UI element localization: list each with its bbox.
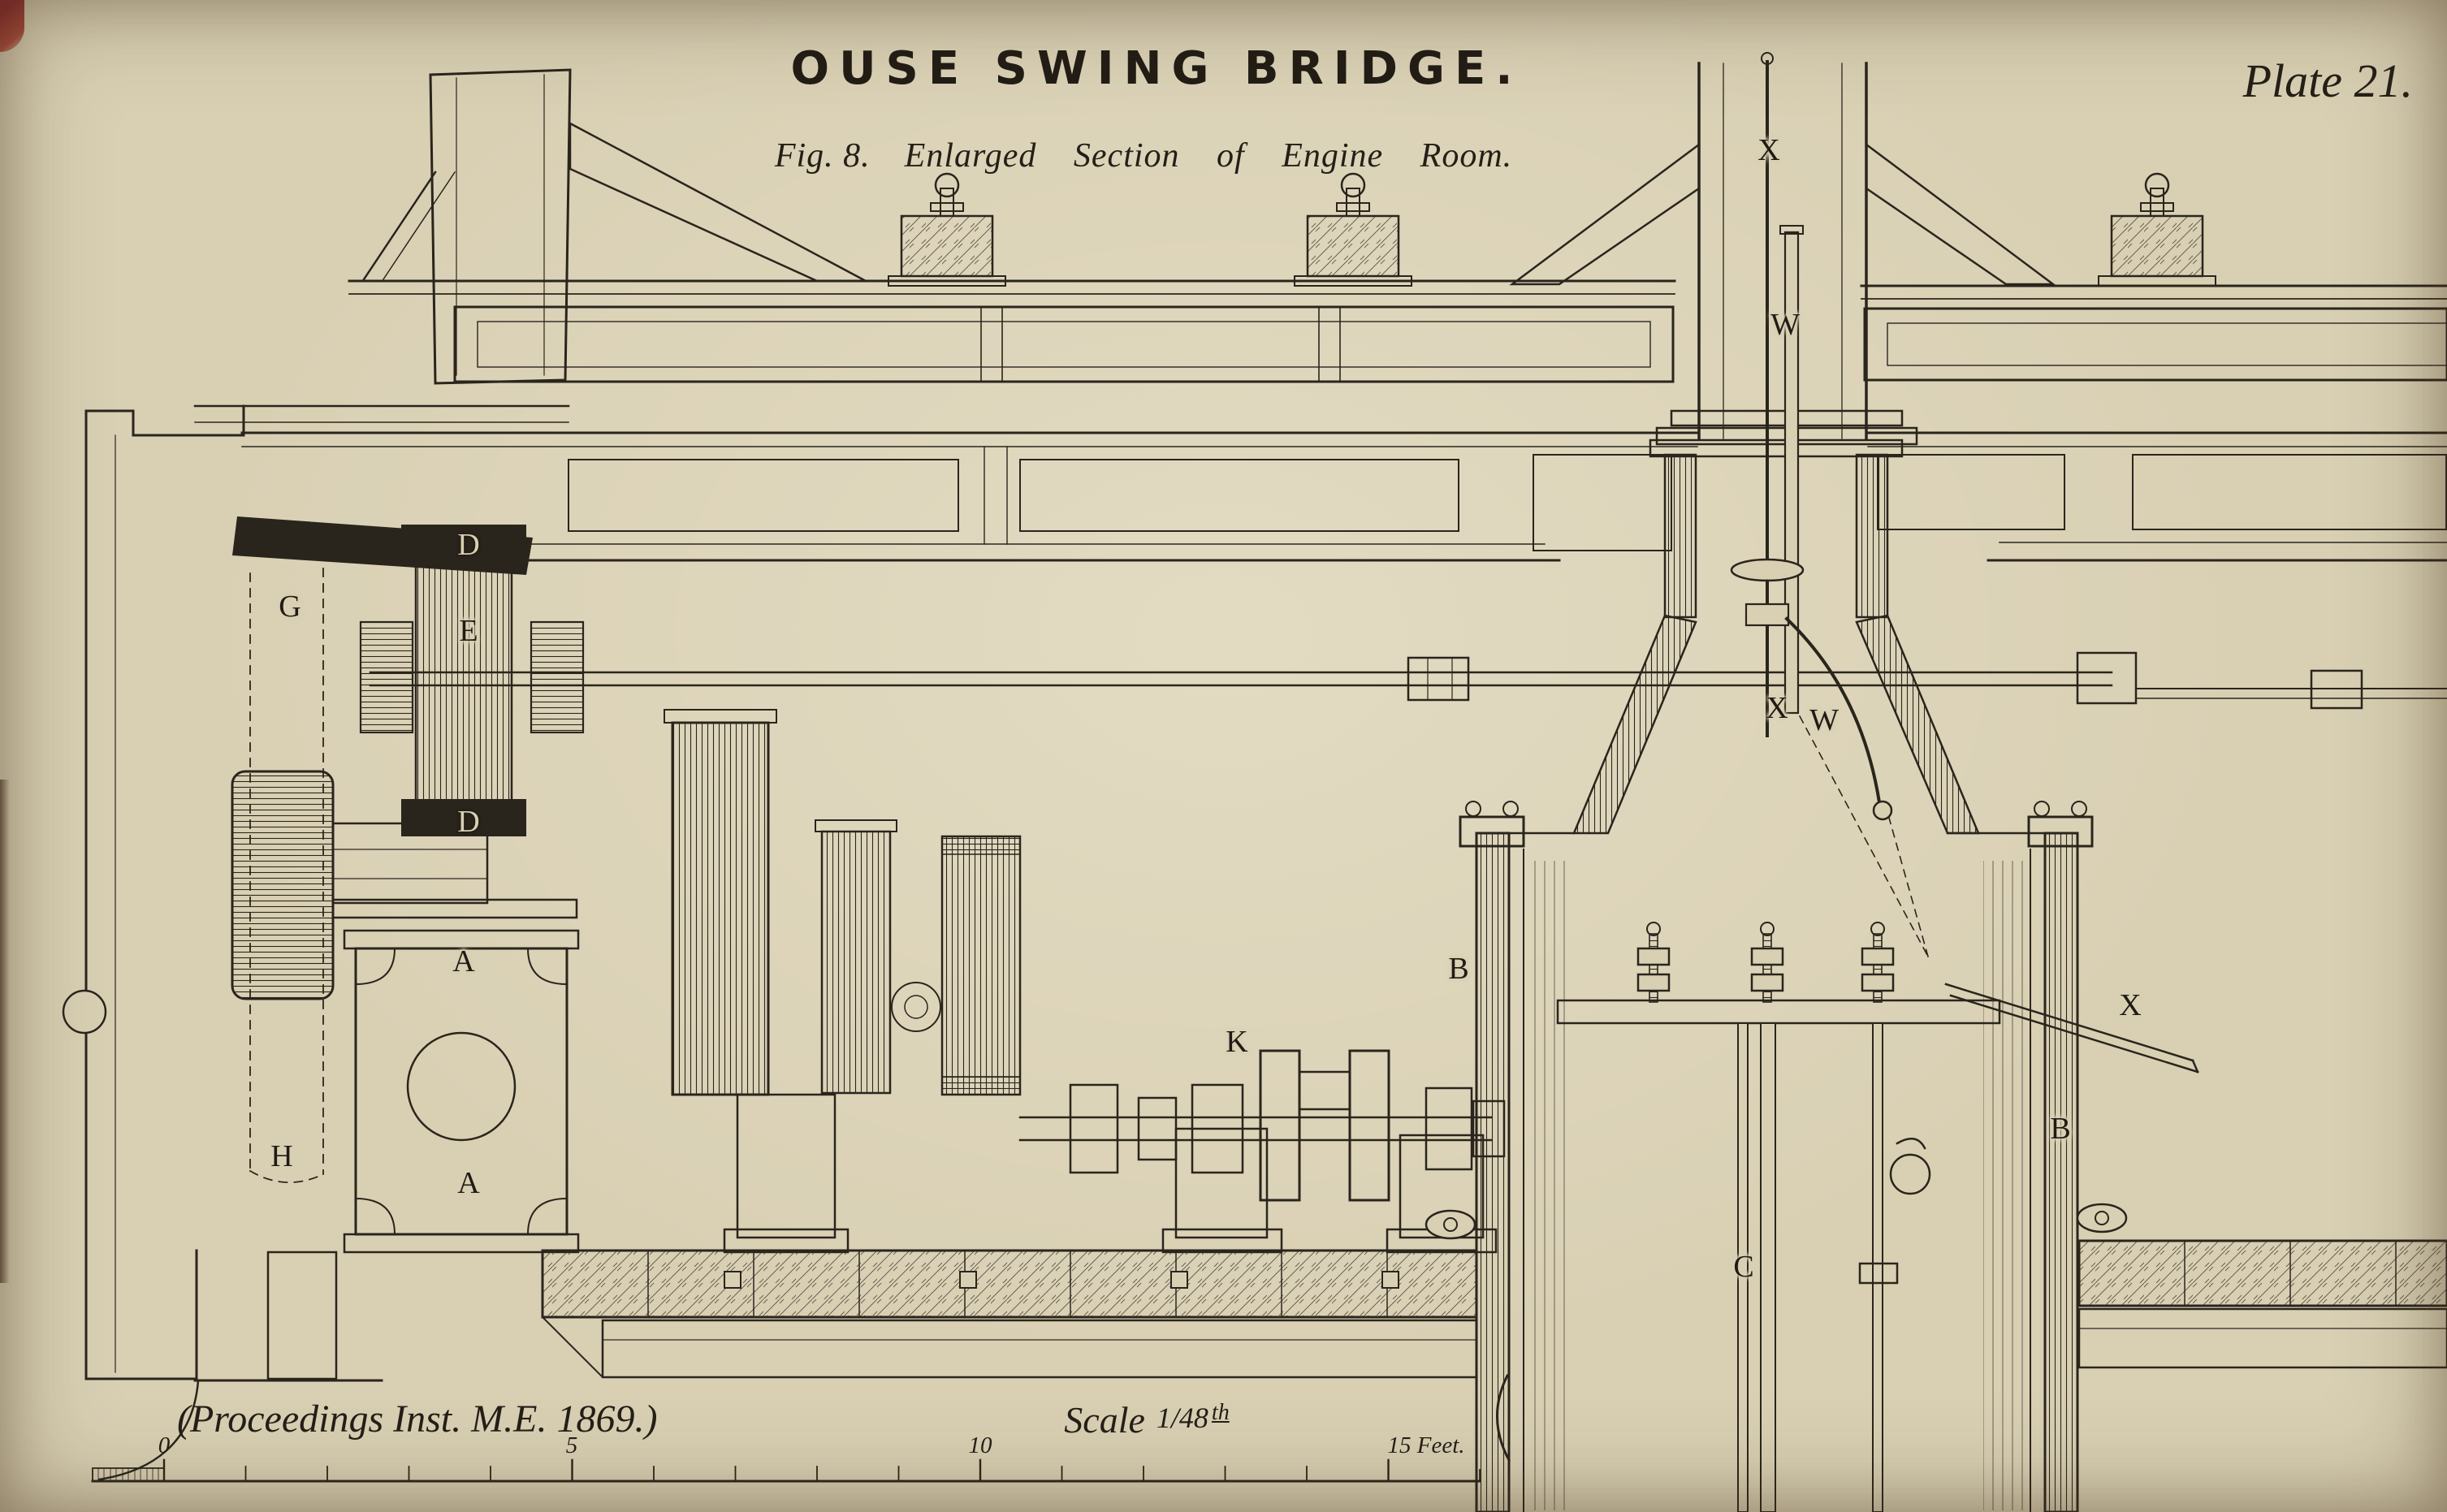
rail-chairs <box>888 172 2216 287</box>
crankshaft <box>1018 1049 1506 1202</box>
left-lower-frame <box>97 929 580 1481</box>
left-post-braces <box>362 68 867 385</box>
part-label-w-top: W <box>1770 308 1800 342</box>
part-label-a-upper: A <box>452 944 475 978</box>
valve-gear <box>1730 52 2199 1074</box>
scale-ruler <box>91 1458 1481 1483</box>
left-pinion <box>231 770 578 1000</box>
top-deck-structure <box>348 279 2447 383</box>
source-citation: (Proceedings Inst. M.E. 1869.) <box>177 1398 658 1441</box>
part-label-x-mid: X <box>1766 691 1788 725</box>
scale-tick-10: 10 <box>968 1432 992 1458</box>
left-edge-stain <box>0 780 10 1283</box>
part-label-k: K <box>1226 1025 1248 1059</box>
plate-number: Plate 21. <box>2242 54 2413 107</box>
cylinder-internals <box>1556 922 2001 1512</box>
part-label-e: E <box>459 614 478 648</box>
outside-brackets <box>1425 1203 2128 1240</box>
part-label-a-lower: A <box>457 1166 480 1200</box>
figure-caption: Fig. 8. Enlarged Section of Engine Room. <box>775 136 1512 175</box>
scale-suffix: th <box>1211 1400 1230 1425</box>
scale-tick-15feet: 15 Feet. <box>1387 1432 1465 1458</box>
part-label-x-right: X <box>2119 988 2142 1022</box>
figure-number: Fig. 8. <box>774 137 871 175</box>
part-label-c: C <box>1733 1250 1754 1284</box>
part-label-b-left: B <box>1448 952 1469 986</box>
part-label-g: G <box>279 590 301 624</box>
scale-label: Scale <box>1064 1399 1145 1441</box>
center-gears <box>664 709 1498 1254</box>
part-label-b-right: B <box>2050 1112 2071 1146</box>
drum-D-E <box>401 525 526 836</box>
floor-beams <box>541 1239 2447 1379</box>
scale-fraction: 1/48 <box>1156 1402 1208 1434</box>
hydraulic-cylinder <box>1459 438 2094 1512</box>
main-shaft <box>359 620 2447 734</box>
part-label-x-top: X <box>1757 133 1780 167</box>
dashed-outline-H <box>249 568 325 1183</box>
scale-tick-0: 0 <box>158 1432 171 1458</box>
scale-tick-5: 5 <box>565 1432 578 1458</box>
part-label-d-upper: D <box>457 528 480 562</box>
plate-title: OUSE SWING BRIDGE. <box>790 42 1523 95</box>
part-label-d-lower: D <box>457 805 480 839</box>
part-label-w-mid: W <box>1809 703 1839 737</box>
caption-swash <box>1496 1373 1511 1462</box>
part-label-h: H <box>270 1139 293 1173</box>
figure-caption-text: Enlarged Section of Engine Room. <box>904 137 1513 175</box>
main-girder <box>193 404 2447 562</box>
center-column-upper <box>1509 62 2056 446</box>
